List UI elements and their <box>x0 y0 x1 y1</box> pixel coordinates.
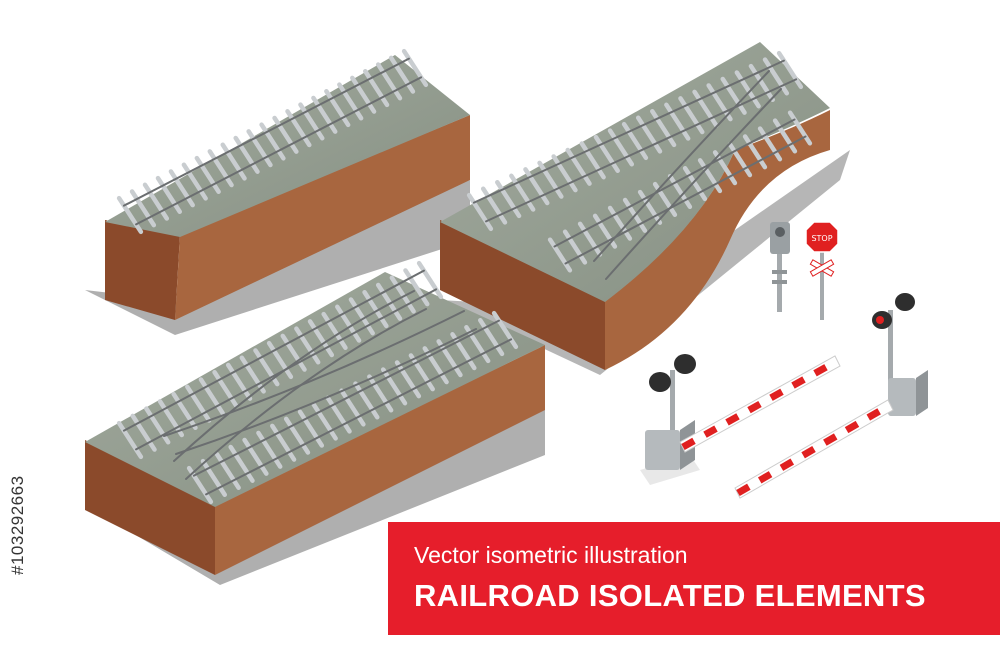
banner-title: RAILROAD ISOLATED ELEMENTS <box>414 578 926 613</box>
switch-track-segment-icon <box>440 42 850 375</box>
straight-track-segment-icon <box>85 48 470 335</box>
crossover-track-segment-icon <box>85 260 545 585</box>
image-id-label: #103292663 <box>8 475 27 575</box>
stop-sign-icon: STOP <box>805 221 839 320</box>
title-banner: Vector isometric illustration RAILROAD I… <box>388 522 1000 635</box>
railway-signal-icon <box>770 222 790 312</box>
level-crossing-barrier-icon <box>734 293 928 499</box>
stop-sign-text: STOP <box>811 234 832 243</box>
banner-subtitle: Vector isometric illustration <box>414 542 688 568</box>
level-crossing-barrier-icon <box>640 354 841 485</box>
